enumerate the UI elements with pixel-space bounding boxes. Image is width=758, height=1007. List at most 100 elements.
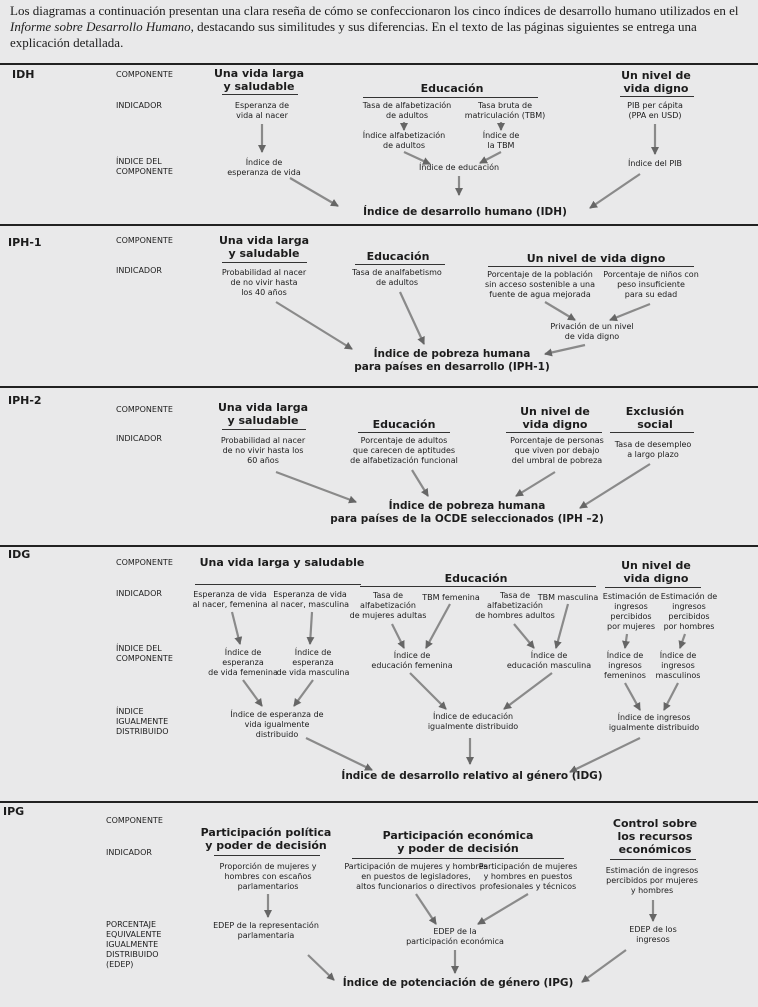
idg-ind-alfab-mujeres: Tasa de alfabetización de mujeres adulta…	[349, 591, 427, 620]
idg-ind-alfab-hombres: Tasa de alfabetización de hombres adulto…	[475, 591, 555, 620]
intro-text: Los diagramas a continuación presentan u…	[10, 3, 750, 51]
ipg-componente-label: COMPONENTE	[106, 816, 163, 825]
iph1-privacion: Privación de un nivel de vida digno	[550, 322, 634, 341]
ipg-component-politica: Participación política y poder de decisi…	[200, 826, 332, 852]
iph1-divider	[0, 224, 758, 226]
arrow-iph1-3	[544, 301, 576, 321]
iph1-ind-agua: Porcentaje de la población sin acceso so…	[484, 270, 596, 299]
iph2-ind-probabilidad: Probabilidad al nacer de no vivir hasta …	[220, 436, 306, 465]
idg-underline-3	[605, 587, 701, 588]
iph2-result: Índice de pobreza humana para países de …	[330, 500, 604, 525]
idh-component-vida: Una vida larga y saludable	[214, 67, 304, 93]
idg-idx-ingresos-masc: Índice de ingresos masculinos	[655, 651, 701, 680]
idg-section-title: IDG	[8, 548, 31, 561]
idh-ind-tbm: Tasa bruta de matriculación (TBM)	[464, 101, 546, 120]
iph1-underline-2	[355, 264, 445, 265]
iph2-componente-label: COMPONENTE	[116, 405, 173, 414]
idh-sub-alfabetizacion: Índice alfabetización de adultos	[362, 131, 446, 150]
ipg-edep-parlamentaria: EDEP de la representación parlamentaria	[213, 921, 319, 940]
arrow-idg-2	[306, 611, 315, 645]
idh-component-educacion: Educación	[420, 82, 484, 95]
idg-componente-label: COMPONENTE	[116, 558, 173, 567]
arrow-iph1-1	[275, 301, 353, 350]
ipg-edep-economica: EDEP de la participación económica	[406, 927, 504, 946]
iph1-underline-3	[488, 266, 694, 267]
idh-indicador-label: INDICADOR	[116, 101, 162, 110]
iph1-indicador-label: INDICADOR	[116, 266, 162, 275]
idg-component-vida: Una vida larga y saludable	[199, 556, 365, 569]
intro-line-2: , destacando sus similitudes y sus difer…	[190, 19, 697, 34]
arrow-idg-8	[678, 633, 687, 649]
iph2-component-vida: Una vida larga y saludable	[218, 401, 308, 427]
idg-idx-educ-masc: Índice de educación masculina	[506, 651, 592, 670]
ipg-ind-escanos: Proporción de mujeres y hombres con esca…	[219, 862, 317, 891]
iph2-underline-4	[610, 432, 694, 433]
iph1-section-title: IPH-1	[8, 236, 42, 249]
arrow-idg-7	[622, 633, 630, 649]
ipg-porcentaje-label: PORCENTAJE EQUIVALENTE IGUALMENTE DISTRI…	[106, 920, 162, 969]
idg-igual-vida: Índice de esperanza de vida igualmente d…	[230, 710, 324, 739]
arrow-ipg-7	[581, 949, 627, 983]
idg-result: Índice de desarrollo relativo al género …	[341, 770, 603, 782]
idg-igual-educacion: Índice de educación igualmente distribui…	[427, 712, 519, 731]
ipg-component-economica: Participación económica y poder de decis…	[382, 829, 534, 855]
iph1-ind-probabilidad: Probabilidad al nacer de no vivir hasta …	[221, 268, 307, 297]
idg-underline-2	[360, 586, 596, 587]
iph2-underline-2	[358, 432, 450, 433]
idg-ind-esperanza-fem: Esperanza de vida al nacer, femenina	[192, 590, 268, 609]
idg-ind-ingresos-mujeres: Estimación de ingresos percibidos por mu…	[602, 592, 660, 631]
idg-ind-tbm-fem: TBM femenina	[422, 593, 480, 602]
arrow-idh-7	[289, 177, 339, 207]
arrow-ipg-3	[477, 893, 529, 925]
arrow-idg-5	[513, 623, 535, 649]
ipg-section-title: IPG	[3, 805, 25, 818]
idh-componente-label: COMPONENTE	[116, 70, 173, 79]
ipg-indicador-label: INDICADOR	[106, 848, 152, 857]
ipg-underline-1	[214, 855, 320, 856]
intro-line-3: explicación detallada.	[10, 35, 124, 50]
arrow-iph2-1	[275, 470, 357, 504]
ipg-underline-2	[352, 858, 564, 859]
iph1-component-vida: Una vida larga y saludable	[219, 234, 309, 260]
ipg-result: Índice de potenciación de género (IPG)	[342, 977, 574, 989]
arrow-idg-17	[569, 737, 641, 773]
iph2-ind-desempleo: Tasa de desempleo a largo plazo	[614, 440, 692, 459]
iph2-ind-pobreza: Porcentaje de personas que viven por deb…	[510, 436, 604, 465]
idg-ind-tbm-masc: TBM masculina	[537, 593, 599, 602]
idg-indice-igual-label: ÍNDICE IGUALMENTE DISTRIBUIDO	[116, 707, 169, 736]
idh-ind-alfabetizacion: Tasa de alfabetización de adultos	[362, 101, 452, 120]
idh-ind-pib: PIB per cápita (PPA en USD)	[627, 101, 683, 120]
ipg-ind-profesionales: Participación de mujeres y hombres en pu…	[478, 862, 578, 891]
idh-result: Índice de desarrollo humano (IDH)	[363, 206, 567, 218]
arrow-idg-9	[242, 679, 263, 707]
ipg-edep-ingresos: EDEP de los ingresos	[629, 925, 677, 944]
idg-underline-1	[195, 584, 361, 585]
iph2-underline-3	[506, 432, 602, 433]
idg-component-educacion: Educación	[444, 572, 508, 585]
iph1-ind-analfabetismo: Tasa de analfabetismo de adultos	[352, 268, 442, 287]
iph1-ind-ninos: Porcentaje de niños con peso insuficient…	[603, 270, 699, 299]
idh-section-title: IDH	[12, 68, 35, 81]
iph1-componente-label: COMPONENTE	[116, 236, 173, 245]
arrow-idg-6	[553, 603, 570, 649]
idg-idx-educ-fem: Índice de educación femenina	[371, 651, 453, 670]
ipg-ind-ingresos: Estimación de ingresos percibidos por mu…	[605, 866, 699, 895]
idg-ind-esperanza-masc: Esperanza de vida al nacer, masculina	[270, 590, 350, 609]
iph2-section-title: IPH-2	[8, 394, 42, 407]
idg-idx-vida-masc: Índice de esperanza de vida masculina	[276, 648, 350, 677]
idg-indicador-label: INDICADOR	[116, 589, 162, 598]
arrow-idg-10	[293, 679, 314, 707]
arrow-ipg-5	[307, 954, 335, 981]
arrow-idg-11	[409, 672, 447, 710]
idh-idx-vida: Índice de esperanza de vida	[227, 158, 301, 177]
idh-idx-educacion: Índice de educación	[418, 163, 500, 172]
arrow-iph1-5	[544, 343, 586, 357]
arrow-ipg-2	[415, 893, 437, 925]
arrow-idg-12	[503, 672, 553, 710]
iph1-component-educacion: Educación	[366, 250, 430, 263]
idg-indice-componente-label: ÍNDICE DEL COMPONENTE	[116, 644, 173, 663]
arrow-idh-5	[479, 151, 502, 164]
arrow-idg-14	[663, 682, 679, 711]
iph1-underline-1	[222, 262, 307, 263]
idh-idx-pib: Índice del PIB	[627, 159, 683, 168]
